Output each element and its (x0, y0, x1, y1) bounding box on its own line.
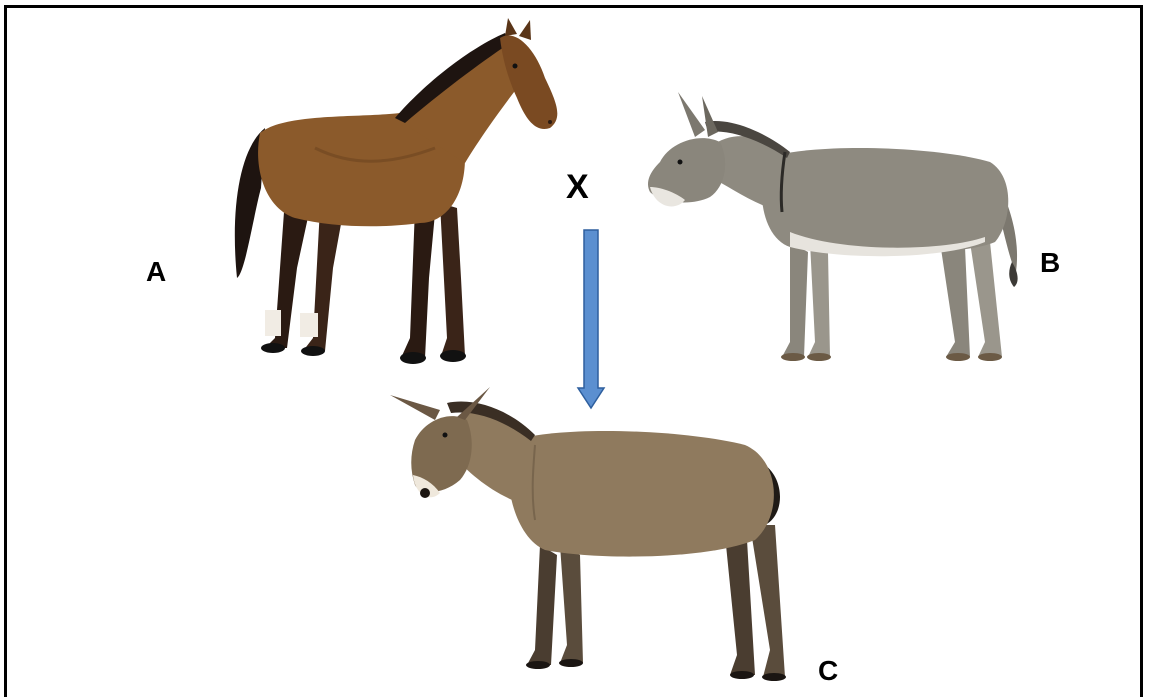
cross-arrow (576, 229, 606, 410)
horse-image (234, 18, 558, 364)
label-c: C (818, 655, 839, 686)
cross-symbol: X (566, 168, 589, 206)
donkey-image (648, 92, 1018, 361)
mule-figure (390, 387, 786, 681)
horse-figure (234, 18, 558, 364)
donkey-figure (648, 92, 1018, 361)
label-a: A (146, 256, 167, 287)
label-b: B (1040, 247, 1061, 278)
diagram-frame (4, 5, 1143, 697)
mule-image (390, 387, 786, 681)
